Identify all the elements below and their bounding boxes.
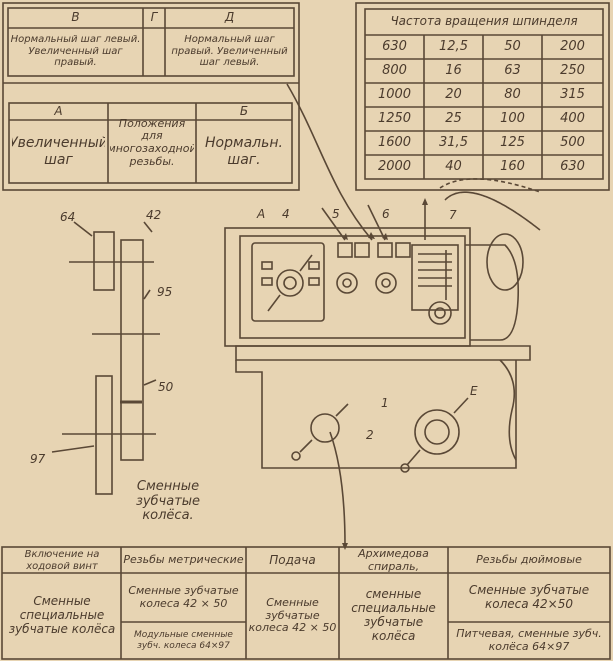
mid-left-table-outline [8,102,293,184]
gear-label-95: 95 [157,285,173,299]
gear-label-42: 42 [146,208,162,222]
speed-cell: 1250 [377,110,412,126]
gear-label-64: 64 [60,210,76,224]
speed-cell: 80 [504,86,521,102]
speed-table-frame [355,2,610,191]
col-header-g: Г [150,10,158,25]
gear-label-50: 50 [158,380,174,394]
bottom-header-metric: Резьбы метрические [123,553,244,567]
cell-multistart: Положения для многозаходной резьбы. [110,116,194,168]
speed-cell: 40 [445,158,462,174]
machine-label-6: 6 [382,207,390,221]
col-header-d: Д [224,10,235,25]
bottom-cell-archimedes: сменные специальные зубчатые колёса [351,587,436,643]
bottom-table-frame [1,546,611,660]
speed-cell: 250 [560,62,585,78]
bottom-header-archimedes: Архимедова спираль, [358,548,429,573]
speed-cell: 50 [504,38,521,54]
bottom-cell-metric-b: Модульные сменные зубч. колеса 64×97 [134,630,233,651]
bottom-cell-feed: Сменные зубчатые колеса 42 × 50 [248,596,337,635]
speed-cell: 630 [382,38,407,54]
speed-cell: 1000 [377,86,412,102]
speed-cell: 160 [500,158,525,174]
col-header-v: В [71,10,80,25]
bottom-cell-metric-a: Сменные зубчатые колеса 42 × 50 [128,584,239,610]
bottom-header-inch: Резьбы дюймовые [476,553,582,567]
gear-caption: Сменные зубчатые колёса. [135,478,201,524]
gear-label-97: 97 [30,452,46,466]
machine-label-5: 5 [332,207,340,221]
machine-label-4: 4 [282,207,290,221]
speed-cell: 800 [382,62,407,78]
speed-cell: 31,5 [439,134,468,150]
speed-cell: 1600 [377,134,412,150]
machine-label-2: 2 [366,428,374,442]
bottom-header-leadscrew: Включение на ходовой винт [24,549,100,572]
speed-cell: 500 [560,134,585,150]
speed-cell: 100 [500,110,525,126]
cell-a: Увеличенный шаг [12,135,105,168]
col-header-a: А [54,103,63,118]
bottom-cell-inch-a: Сменные зубчатые колеса 42×50 [468,583,590,611]
speed-cell: 125 [500,134,525,150]
machine-headstock [224,178,541,469]
cell-v: Нормальный шаг левый. Увеличенный шаг пр… [10,34,141,69]
speed-cell: 200 [560,38,585,54]
bottom-cell-inch-b: Питчевая, сменные зубч. колёса 64×97 [456,626,602,653]
gear-train [51,221,160,495]
cell-g [143,29,165,74]
machine-label-1: 1 [381,396,389,410]
speed-cell: 16 [445,62,462,78]
machine-label-7: 7 [449,208,457,222]
machine-label-a: А [257,207,266,221]
speed-cell: 25 [445,110,462,126]
speed-cell: 315 [560,86,585,102]
speed-cell: 630 [560,158,585,174]
top-left-frame [2,2,300,191]
bottom-header-feed: Подача [269,552,316,567]
cell-d: Нормальный шаг правый. Увеличенный шаг л… [171,34,288,69]
bottom-cell-leadscrew: Сменные специальные зубчатые колёса [8,594,116,636]
machine-label-e: Е [470,384,478,398]
col-header-b: Б [239,103,249,118]
speed-cell: 12,5 [439,38,468,54]
cell-b: Нормальн. шаг. [205,135,283,168]
top-left-table-outline [7,7,295,77]
speed-cell: 400 [560,110,585,126]
speed-cell: 2000 [377,158,412,174]
speed-table-title: Частота вращения шпинделя [390,14,578,29]
speed-cell: 20 [445,86,462,102]
speed-cell: 63 [504,62,521,78]
